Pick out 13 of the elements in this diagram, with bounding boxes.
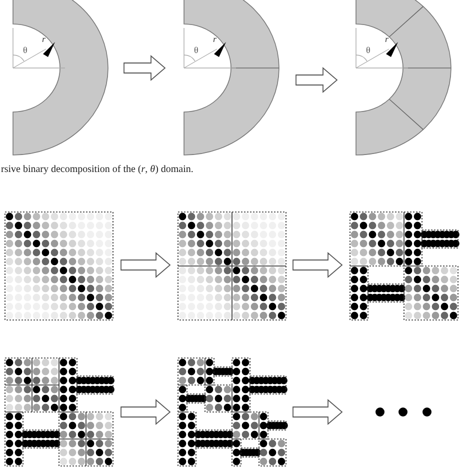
- block-arrow: [120, 252, 171, 278]
- radius-label: r: [42, 35, 46, 44]
- block-arrow: [120, 399, 171, 425]
- figure-caption: rsive binary decomposition of the (r, θ) domain.: [1, 164, 194, 175]
- theta-label: θ: [194, 46, 198, 55]
- block-arrow: [292, 399, 343, 425]
- radius-label: r: [385, 35, 389, 44]
- theta-label: θ: [23, 46, 28, 55]
- radius-label: r: [213, 35, 217, 44]
- theta-label: θ: [366, 46, 370, 55]
- block-arrow: [292, 252, 343, 278]
- block-arrow: [124, 55, 166, 81]
- block-arrow: [296, 67, 338, 93]
